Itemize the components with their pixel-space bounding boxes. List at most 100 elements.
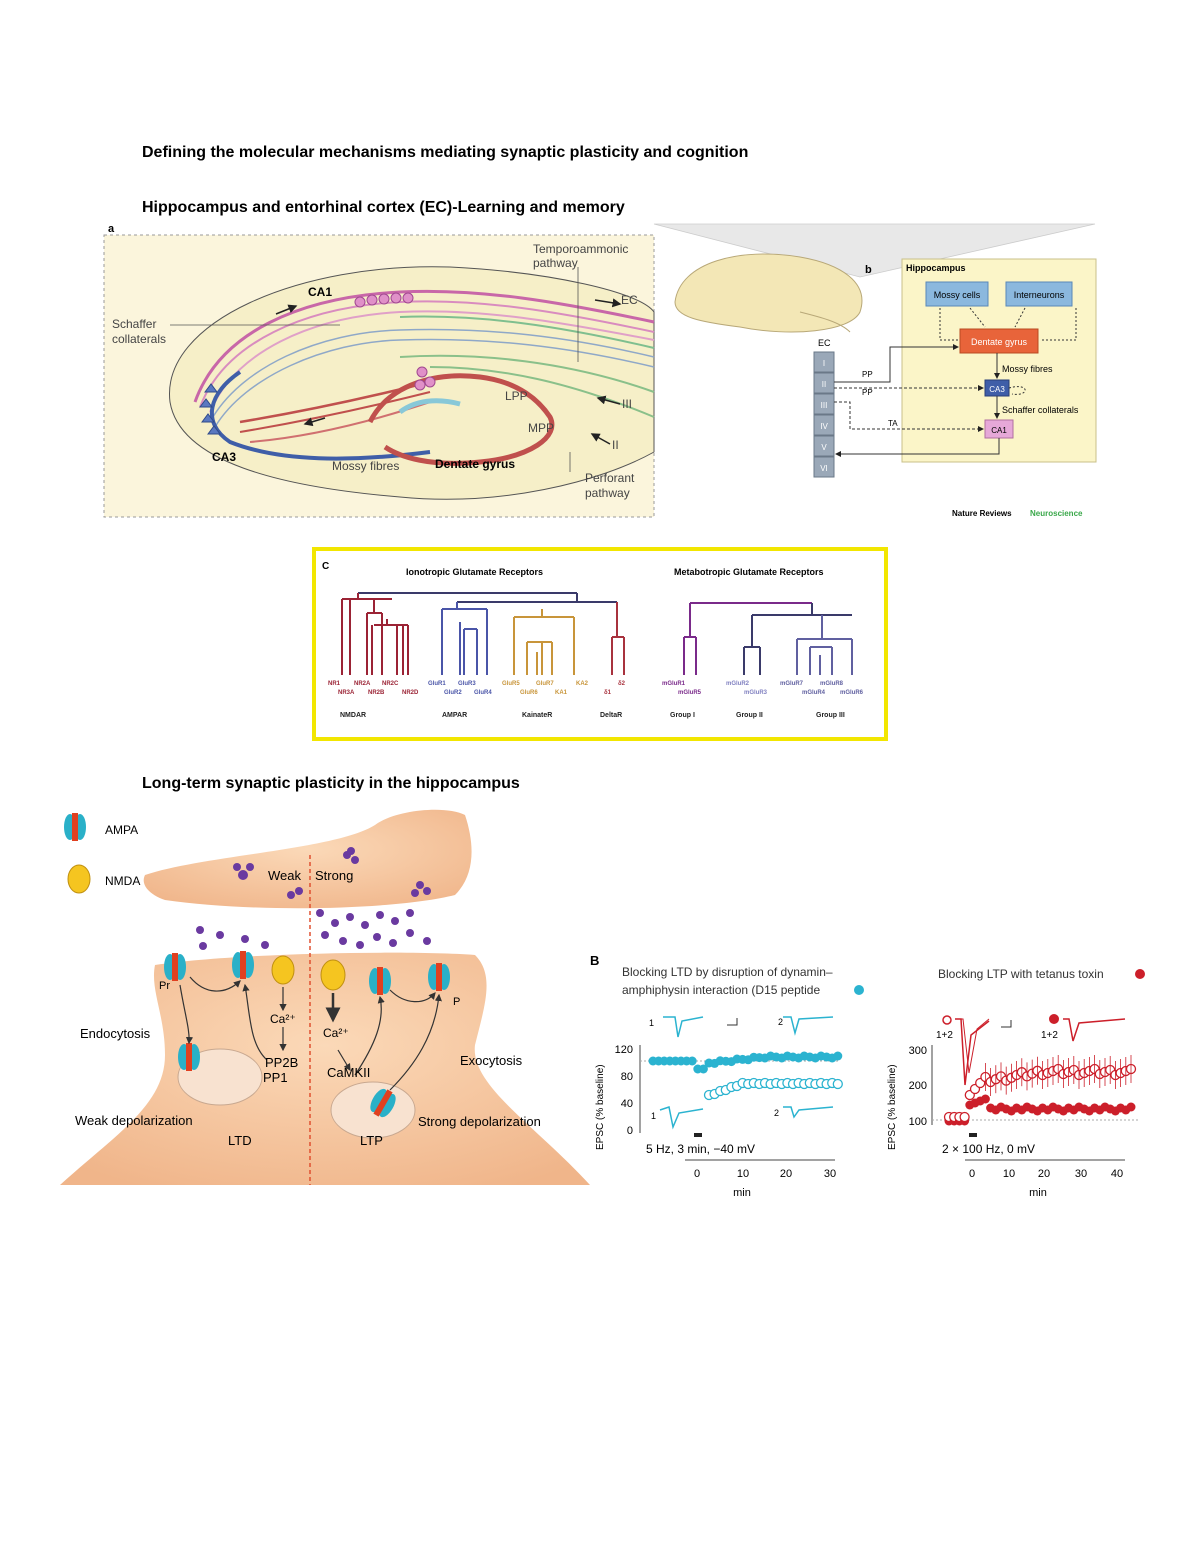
- trace-label-1a: 1: [649, 1018, 654, 1028]
- group-2: Group II: [736, 712, 763, 719]
- group-ampar: AMPAR: [442, 712, 467, 719]
- mpp-label: MPP: [528, 421, 554, 435]
- document-title: Defining the molecular mechanisms mediat…: [142, 144, 749, 161]
- left-xtick-20: 20: [780, 1168, 792, 1180]
- left-open-point: [832, 1078, 843, 1090]
- mossy-cells-label: Mossy cells: [934, 290, 981, 300]
- glutamate-molecules: [196, 847, 431, 950]
- pp2b-label: PP2B: [265, 1055, 298, 1070]
- group-nmdar: NMDAR: [340, 712, 366, 719]
- ionotropic-title: Ionotropic Glutamate Receptors: [406, 567, 543, 577]
- receptor-ka2: KA2: [576, 681, 589, 687]
- calcium-right-label: Ca²⁺: [323, 1026, 349, 1040]
- temporoammonic-label-1: Temporoammonic: [533, 242, 628, 256]
- right-open-point: [959, 1111, 970, 1123]
- hippocampus-box-title: Hippocampus: [906, 263, 966, 273]
- panel-c-label: C: [322, 561, 329, 572]
- right-filled-point: [980, 1094, 990, 1104]
- ec-layer-1: I: [823, 359, 825, 368]
- receptor-glur3: GluR3: [458, 681, 476, 687]
- postsynaptic-spine: [60, 952, 590, 1185]
- ca1-label: CA1: [308, 285, 332, 299]
- receptor-nr1: NR1: [328, 681, 341, 687]
- receptor-glur1: GluR1: [428, 681, 446, 687]
- zoom-wedge: [653, 223, 1096, 278]
- right-protocol: 2 × 100 Hz, 0 mV: [942, 1142, 1035, 1156]
- temporoammonic-label-2: pathway: [533, 256, 578, 270]
- dentate-gyrus-label: Dentate gyrus: [435, 457, 515, 471]
- pp1-label: PP1: [263, 1070, 288, 1085]
- ec-layer-3: III: [821, 401, 828, 410]
- ampa-legend-label: AMPA: [105, 823, 138, 837]
- right-title: Blocking LTP with tetanus toxin: [938, 967, 1104, 981]
- ec-layer-6: VI: [820, 464, 828, 473]
- left-ytick-40: 40: [621, 1098, 633, 1110]
- metabotropic-title: Metabotropic Glutamate Receptors: [674, 567, 824, 577]
- receptor-mglur2: mGluR2: [726, 681, 750, 687]
- right-ytick-300: 300: [909, 1045, 927, 1057]
- pr-label: Pr: [159, 980, 170, 992]
- calcium-left-label: Ca²⁺: [270, 1012, 296, 1026]
- receptor-glur2: GluR2: [444, 690, 462, 696]
- weak-label: Weak: [268, 868, 301, 883]
- ca3-cells: [199, 383, 221, 435]
- group-kainater: KainateR: [522, 712, 552, 719]
- receptor-nr2c: NR2C: [382, 681, 399, 687]
- receptor-nr2d: NR2D: [402, 690, 419, 696]
- left-title-marker: [854, 985, 864, 995]
- left-filled-point: [687, 1056, 697, 1066]
- right-open-marker: [942, 1015, 952, 1025]
- panel-B-label: B: [590, 953, 599, 968]
- receptor-delta1: δ1: [604, 690, 612, 696]
- trace-label-2b: 2: [774, 1108, 779, 1118]
- schaffer-label-2: collaterals: [112, 332, 166, 346]
- schaffer-label-1: Schaffer: [112, 317, 156, 331]
- camkii-label: CaMKII: [327, 1065, 370, 1080]
- trace-label-2a: 2: [778, 1017, 783, 1027]
- receptor-mglur7: mGluR7: [780, 681, 804, 687]
- trace-label-1plus2-a: 1+2: [936, 1030, 953, 1041]
- left-xtick-30: 30: [824, 1168, 836, 1180]
- lpp-label: LPP: [505, 389, 528, 403]
- receptor-mglur5: mGluR5: [678, 690, 702, 696]
- receptor-mglur3: mGluR3: [744, 690, 768, 696]
- ec-layer-2: II: [822, 380, 826, 389]
- interneurons-label: Interneurons: [1014, 290, 1065, 300]
- hippocampus-circuit-figure: a Temporoammonic pathway EC CA1 Schaff: [100, 222, 1100, 522]
- left-protocol: 5 Hz, 3 min, −40 mV: [646, 1142, 755, 1156]
- left-xlabel: min: [733, 1187, 751, 1199]
- exocytosed-receptor: [370, 1088, 396, 1118]
- figure-c-frame: [312, 547, 888, 741]
- layer-ii-label: II: [612, 438, 619, 452]
- right-xtick-0: 0: [969, 1168, 975, 1180]
- dentate-gyrus-box-label: Dentate gyrus: [971, 337, 1028, 347]
- right-filled-marker: [1049, 1014, 1059, 1024]
- layer-iii-label: III: [622, 397, 632, 411]
- pp-label-2: PP: [862, 388, 873, 397]
- strong-depolarization-label: Strong depolarization: [418, 1114, 541, 1129]
- nmda-legend-label: NMDA: [105, 874, 140, 888]
- right-ylabel: EPSC (% baseline): [887, 1064, 898, 1150]
- perforant-label-1: Perforant: [585, 471, 635, 485]
- left-ytick-80: 80: [621, 1071, 633, 1083]
- left-ylabel: EPSC (% baseline): [595, 1064, 606, 1150]
- left-ytick-120: 120: [615, 1044, 633, 1056]
- ca3-fibre: [210, 370, 431, 461]
- ec-layer-5: V: [821, 443, 827, 452]
- right-filled-point: [1126, 1102, 1136, 1112]
- left-trace-bottom-2: [783, 1106, 834, 1119]
- dg-cells: [414, 366, 436, 391]
- right-title-marker: [1135, 969, 1145, 979]
- ampa-legend-icon: [64, 813, 86, 841]
- synapse-plasticity-figure: AMPA NMDA Weak Strong Pr P Endocytosis E…: [55, 805, 595, 1195]
- left-ytick-0: 0: [627, 1125, 633, 1137]
- section-heading-hippocampus: Hippocampus and entorhinal cortex (EC)-L…: [142, 199, 625, 216]
- group-1: Group I: [670, 712, 695, 719]
- rat-brain: [674, 253, 863, 333]
- right-trace-2: [1063, 1018, 1126, 1042]
- group-3: Group III: [816, 712, 845, 719]
- ec-layer-4: IV: [820, 422, 828, 431]
- ca1-cells: [354, 292, 414, 308]
- receptor-mglur6: mGluR6: [840, 690, 864, 696]
- mossy-fibres-b-label: Mossy fibres: [1002, 364, 1053, 374]
